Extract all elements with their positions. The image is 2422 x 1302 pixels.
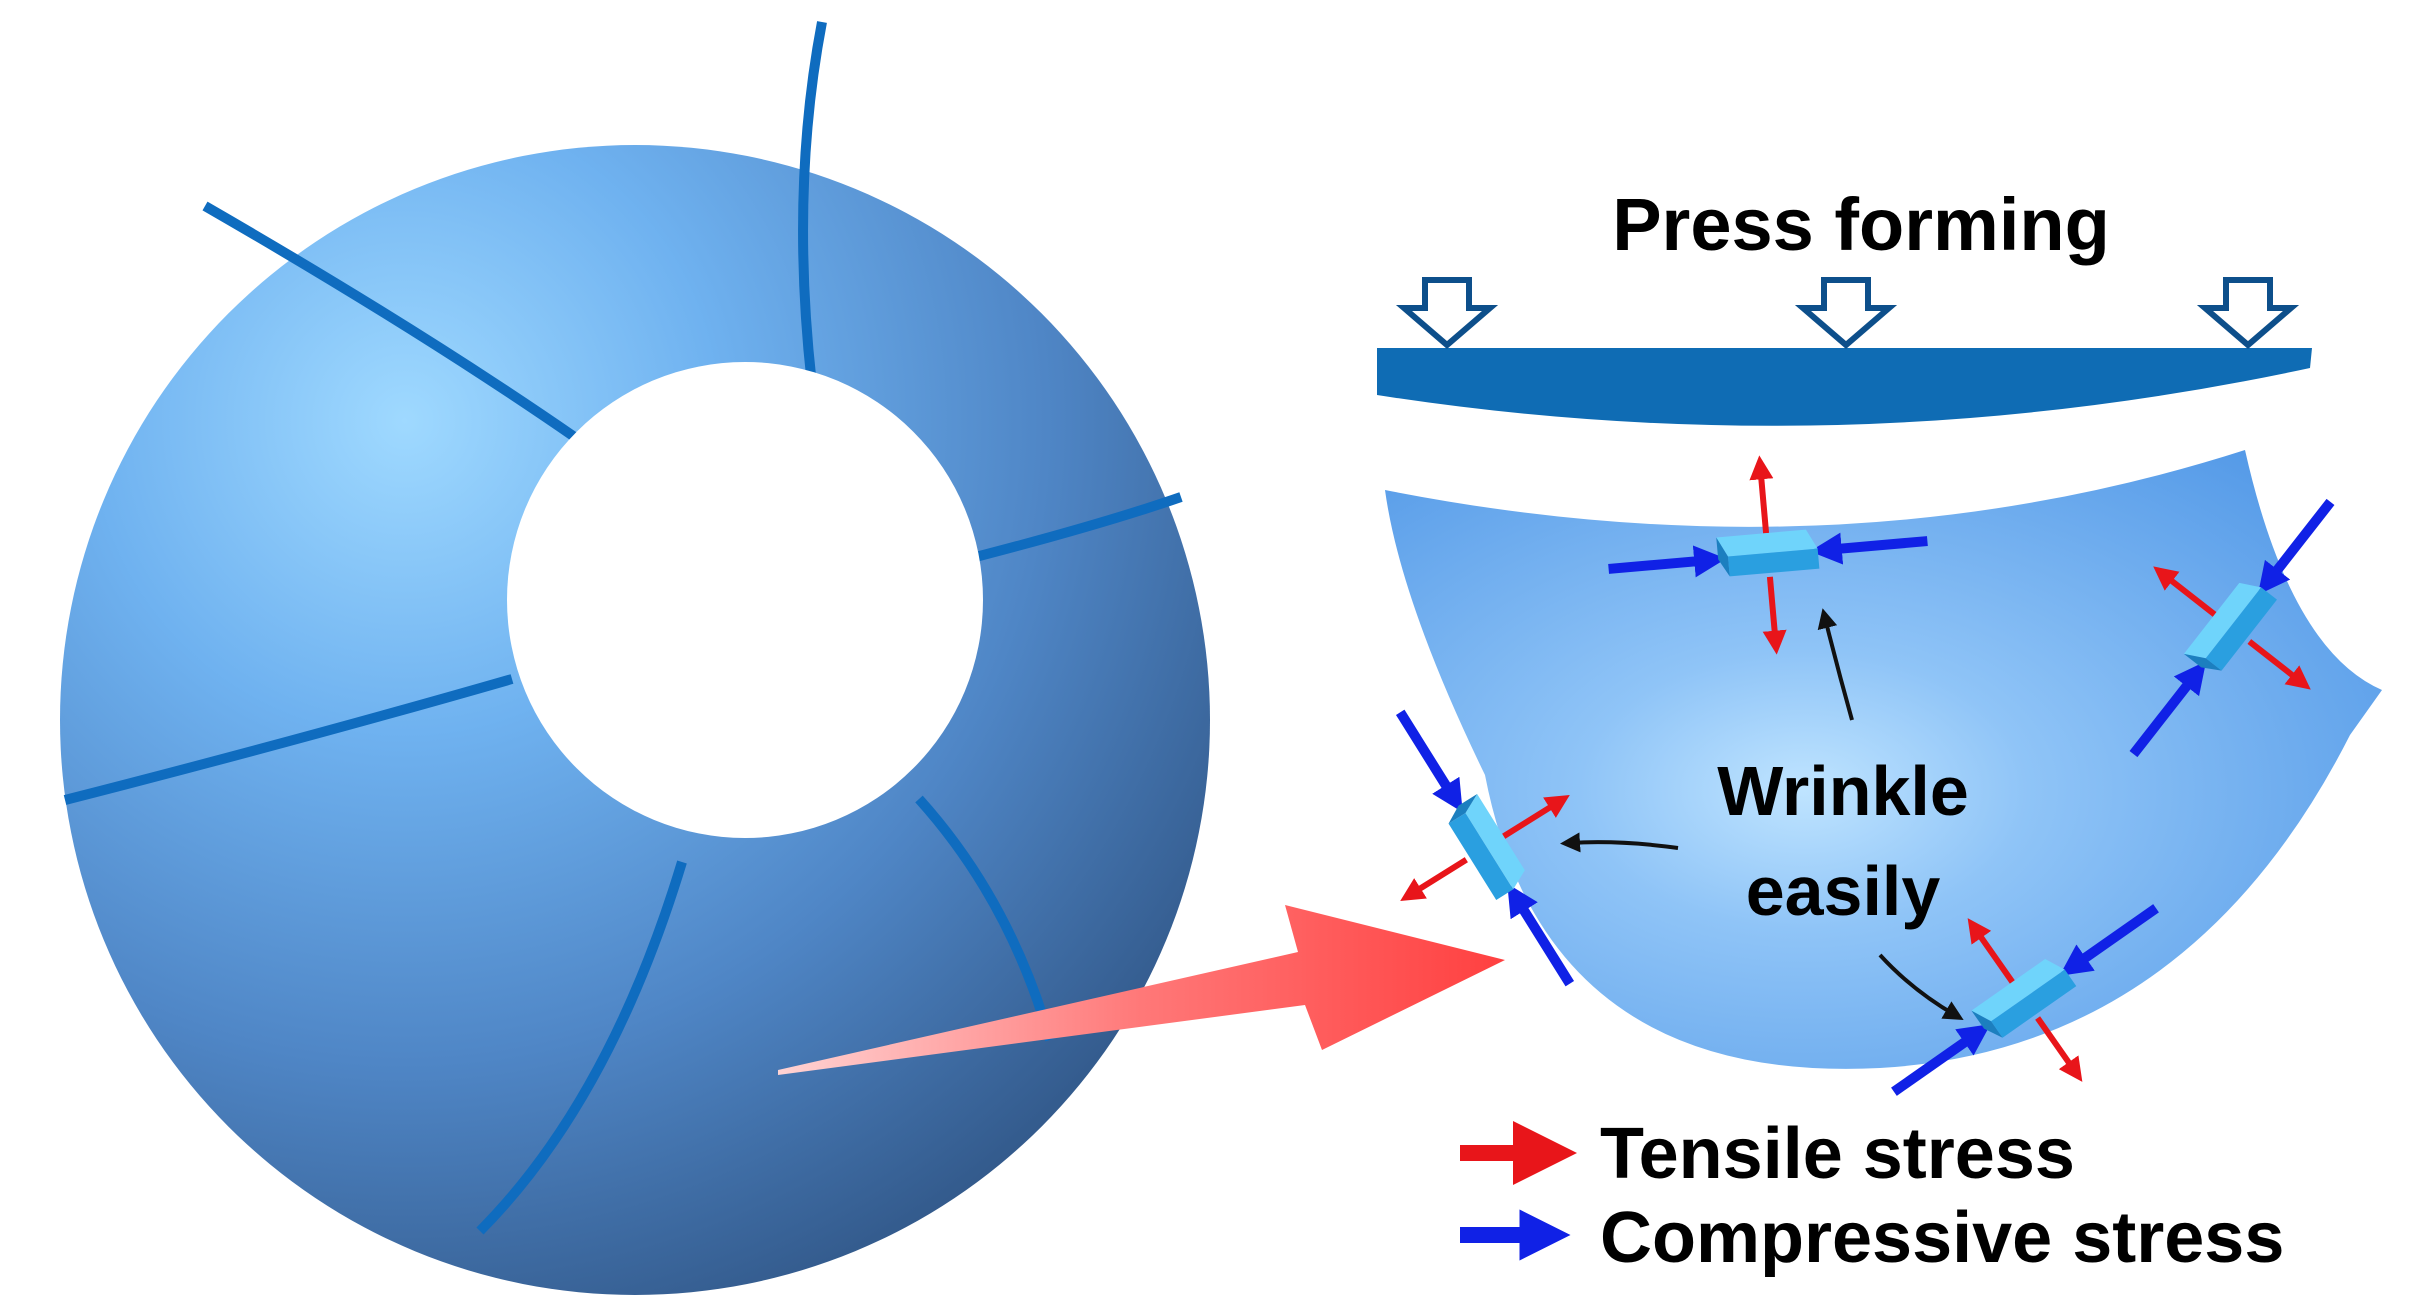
torus-hole <box>507 362 983 838</box>
press-arrow-icon-right <box>2196 277 2300 349</box>
torus-shell <box>60 21 1210 1295</box>
press-arrow-icon-center <box>1794 277 1898 349</box>
wrinkle-label-line2: easily <box>1746 852 1941 930</box>
legend-tensile-label: Tensile stress <box>1600 1114 2075 1194</box>
legend: Tensile stress Compressive stress <box>1460 1114 2284 1278</box>
press-die <box>1377 277 2312 426</box>
wrinkle-pointers <box>1560 608 1964 1021</box>
wrinkle-label-line1: Wrinkle <box>1717 752 1969 830</box>
callout-arrow <box>778 905 1505 1075</box>
press-plate <box>1377 348 2312 426</box>
press-arrow-icon-left <box>1395 277 1499 349</box>
legend-compressive-label: Compressive stress <box>1600 1198 2284 1278</box>
diagram-title: Press forming <box>1612 183 2110 266</box>
curved-sheet <box>1385 450 2382 1069</box>
torus-seams <box>63 21 1183 1235</box>
